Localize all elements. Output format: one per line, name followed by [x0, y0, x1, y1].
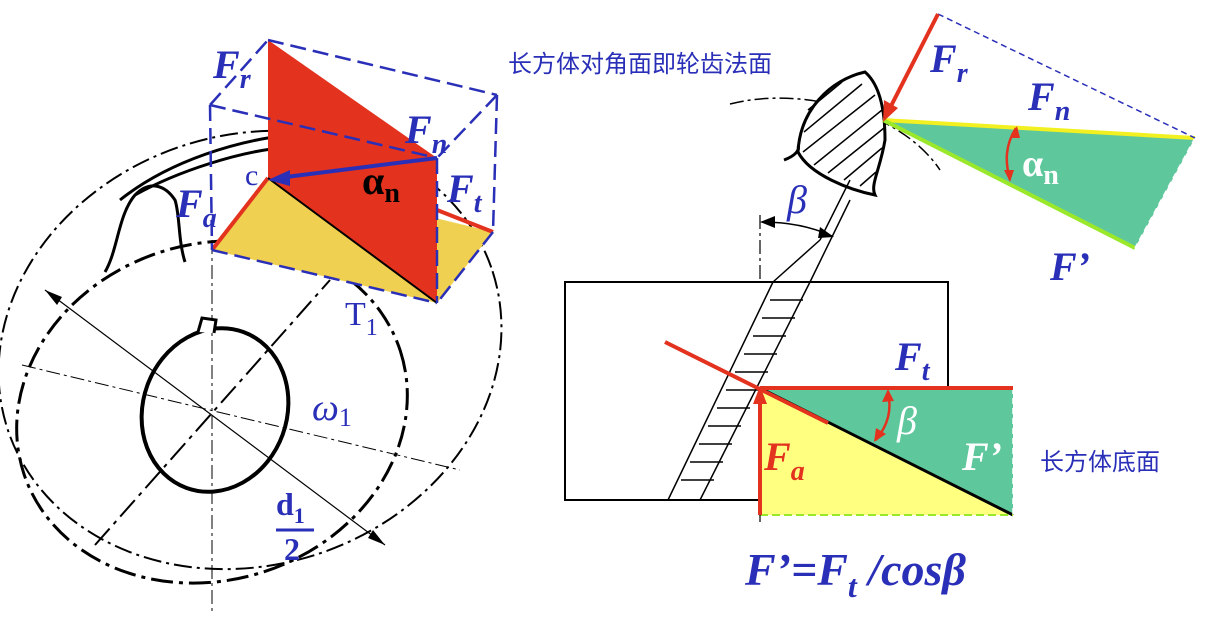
left-label-Fr: Fr	[212, 42, 252, 95]
alpha-arc-head-bottom	[1004, 170, 1014, 182]
beta-bottom-head-top	[882, 389, 894, 402]
Fn-dashed-right	[1134, 137, 1196, 249]
formula: F’=Ft /cosβ	[744, 544, 966, 604]
right-label-Ft: Ft	[894, 334, 931, 387]
Fn-arrow-left	[277, 156, 438, 180]
beta-top-arrow-right	[818, 227, 834, 238]
Fn-edge-yellow	[882, 118, 1196, 140]
beta-top-arrow-left	[760, 216, 775, 228]
edge-Ft-red	[436, 208, 494, 234]
tooth-section	[796, 70, 887, 198]
gear-outer-circle	[15, 239, 409, 585]
caption-normal-plane: 长方体对角面即轮齿法面	[508, 50, 772, 78]
left-label-d1-denominator: 2	[284, 531, 300, 567]
right-label-Fr: Fr	[929, 36, 969, 89]
Fr-dashed-top	[937, 13, 1196, 139]
gear-bore	[139, 326, 291, 494]
left-label-omega1: ω1	[312, 387, 352, 432]
normal-plane-red	[268, 40, 437, 303]
Fr-arrow	[888, 13, 940, 109]
diameter-line	[44, 289, 386, 546]
left-label-Fn: Fn	[404, 107, 447, 160]
left-label-Fa: Fa	[175, 181, 217, 234]
right-label-Fa: Fa	[763, 434, 805, 487]
center-line-horizontal	[21, 364, 461, 471]
right-label-alpha-n: αn	[1022, 143, 1059, 191]
tooth-hatching	[802, 81, 885, 187]
left-label-T1: T1	[345, 296, 378, 341]
right-label-Fprime-top: F’	[1049, 244, 1090, 289]
Fr-arrowhead	[883, 100, 898, 122]
alpha-arc-head-top	[1010, 126, 1020, 138]
left-label-d1: d1	[276, 486, 305, 528]
right-label-Fprime-bottom: F’	[961, 434, 1002, 479]
force-box-dashed	[208, 38, 499, 305]
diameter-arrow-end	[368, 530, 385, 545]
keyway	[196, 316, 218, 334]
right-label-beta-top: β	[786, 177, 807, 222]
pitch-arc	[729, 97, 941, 171]
gear-tooth-helix-2	[134, 146, 281, 197]
right-label-Fn: Fn	[1027, 74, 1070, 127]
force-triangle-green	[883, 120, 1195, 248]
tooth-strip	[667, 199, 851, 501]
left-label-Ft: Ft	[446, 166, 483, 219]
Fn-arrowhead-left	[268, 170, 290, 186]
left-label-alpha-n: αn	[362, 158, 400, 209]
left-gear-figure: Fr Fn Ft Fa αn c T1 ω1 d1 2	[0, 38, 503, 612]
edge-Fa-red	[210, 176, 270, 252]
caption-base-plane: 长方体底面	[1040, 448, 1160, 476]
gear-pitch-circle	[0, 129, 503, 571]
left-label-c: c	[245, 159, 258, 192]
Fn-red-projection	[664, 340, 829, 425]
diagonal-black	[267, 177, 438, 304]
Fprime-edge-green	[882, 118, 1136, 250]
tooth-root	[783, 145, 800, 162]
diameter-arrow-start	[45, 290, 62, 305]
right-label-beta-bottom: β	[896, 398, 917, 443]
helix-line-top	[819, 179, 851, 241]
right-bottom-figure: Ft β F’ Fa 长方体底面 F’=Ft /cosβ	[564, 199, 1160, 604]
right-top-figure: 长方体对角面即轮齿法面	[508, 13, 1196, 520]
center-line-diagonal-a	[94, 279, 331, 546]
Fa-arrowhead	[753, 386, 767, 404]
beta-bottom-head-bottom	[874, 428, 886, 442]
